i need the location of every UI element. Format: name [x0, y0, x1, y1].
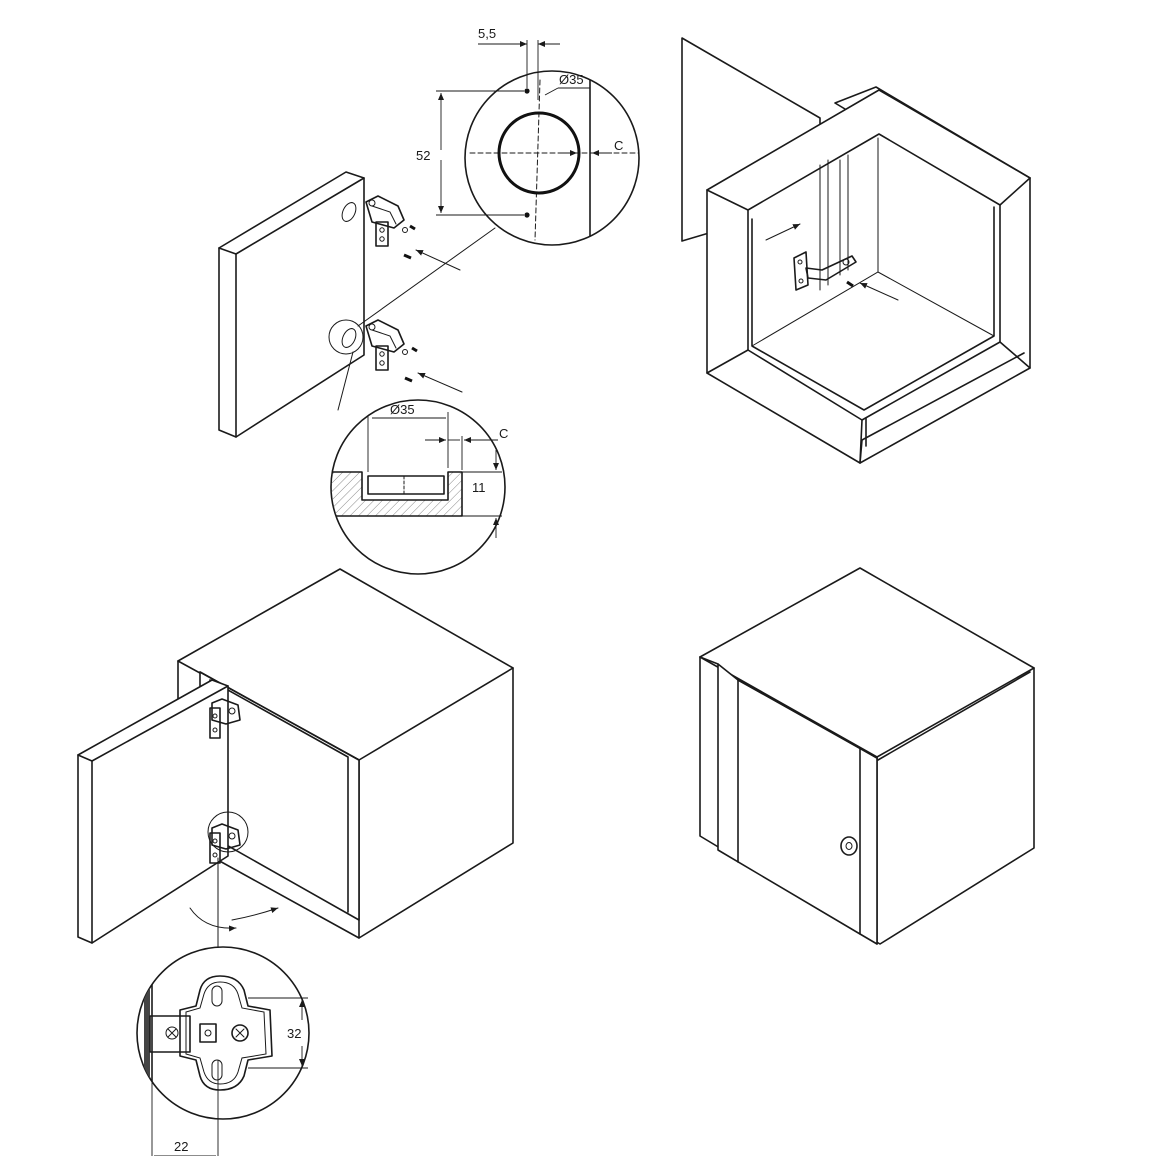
- lock-icon: [840, 836, 858, 856]
- cabinet-closed-view: [699, 567, 1035, 945]
- hinge-mounted-interior: [793, 251, 857, 291]
- hinge-upper: [365, 195, 416, 260]
- door-panel-with-hinges: [218, 171, 496, 438]
- hinge-open-upper: [209, 698, 241, 739]
- detail-drilling-pattern: [436, 40, 640, 246]
- detail-mounting-plate: [136, 946, 310, 1156]
- cabinet-open-door-view: [77, 568, 514, 949]
- label-52: 52: [416, 148, 430, 163]
- hinge-open-lower: [207, 811, 249, 864]
- hinge-cup-hole-upper: [341, 202, 357, 222]
- cabinet-interior-view: [681, 37, 1031, 464]
- hinge-cup-hole-lower: [341, 328, 357, 348]
- label-offset-5-5: 5,5: [478, 26, 496, 41]
- detail-circle-marker: [328, 319, 364, 355]
- label-c-top: C: [614, 138, 623, 153]
- hinge-lower: [365, 319, 418, 383]
- label-11: 11: [472, 480, 486, 495]
- door-panel: [218, 171, 365, 438]
- label-22: 22: [174, 1139, 188, 1154]
- cup-hole-circle: [497, 111, 581, 195]
- label-diameter-top: Ø35: [559, 72, 584, 87]
- label-c-section: C: [499, 426, 508, 441]
- detail-cup-section: [330, 399, 506, 575]
- label-32: 32: [287, 1026, 301, 1041]
- label-diameter-section: Ø35: [390, 402, 415, 417]
